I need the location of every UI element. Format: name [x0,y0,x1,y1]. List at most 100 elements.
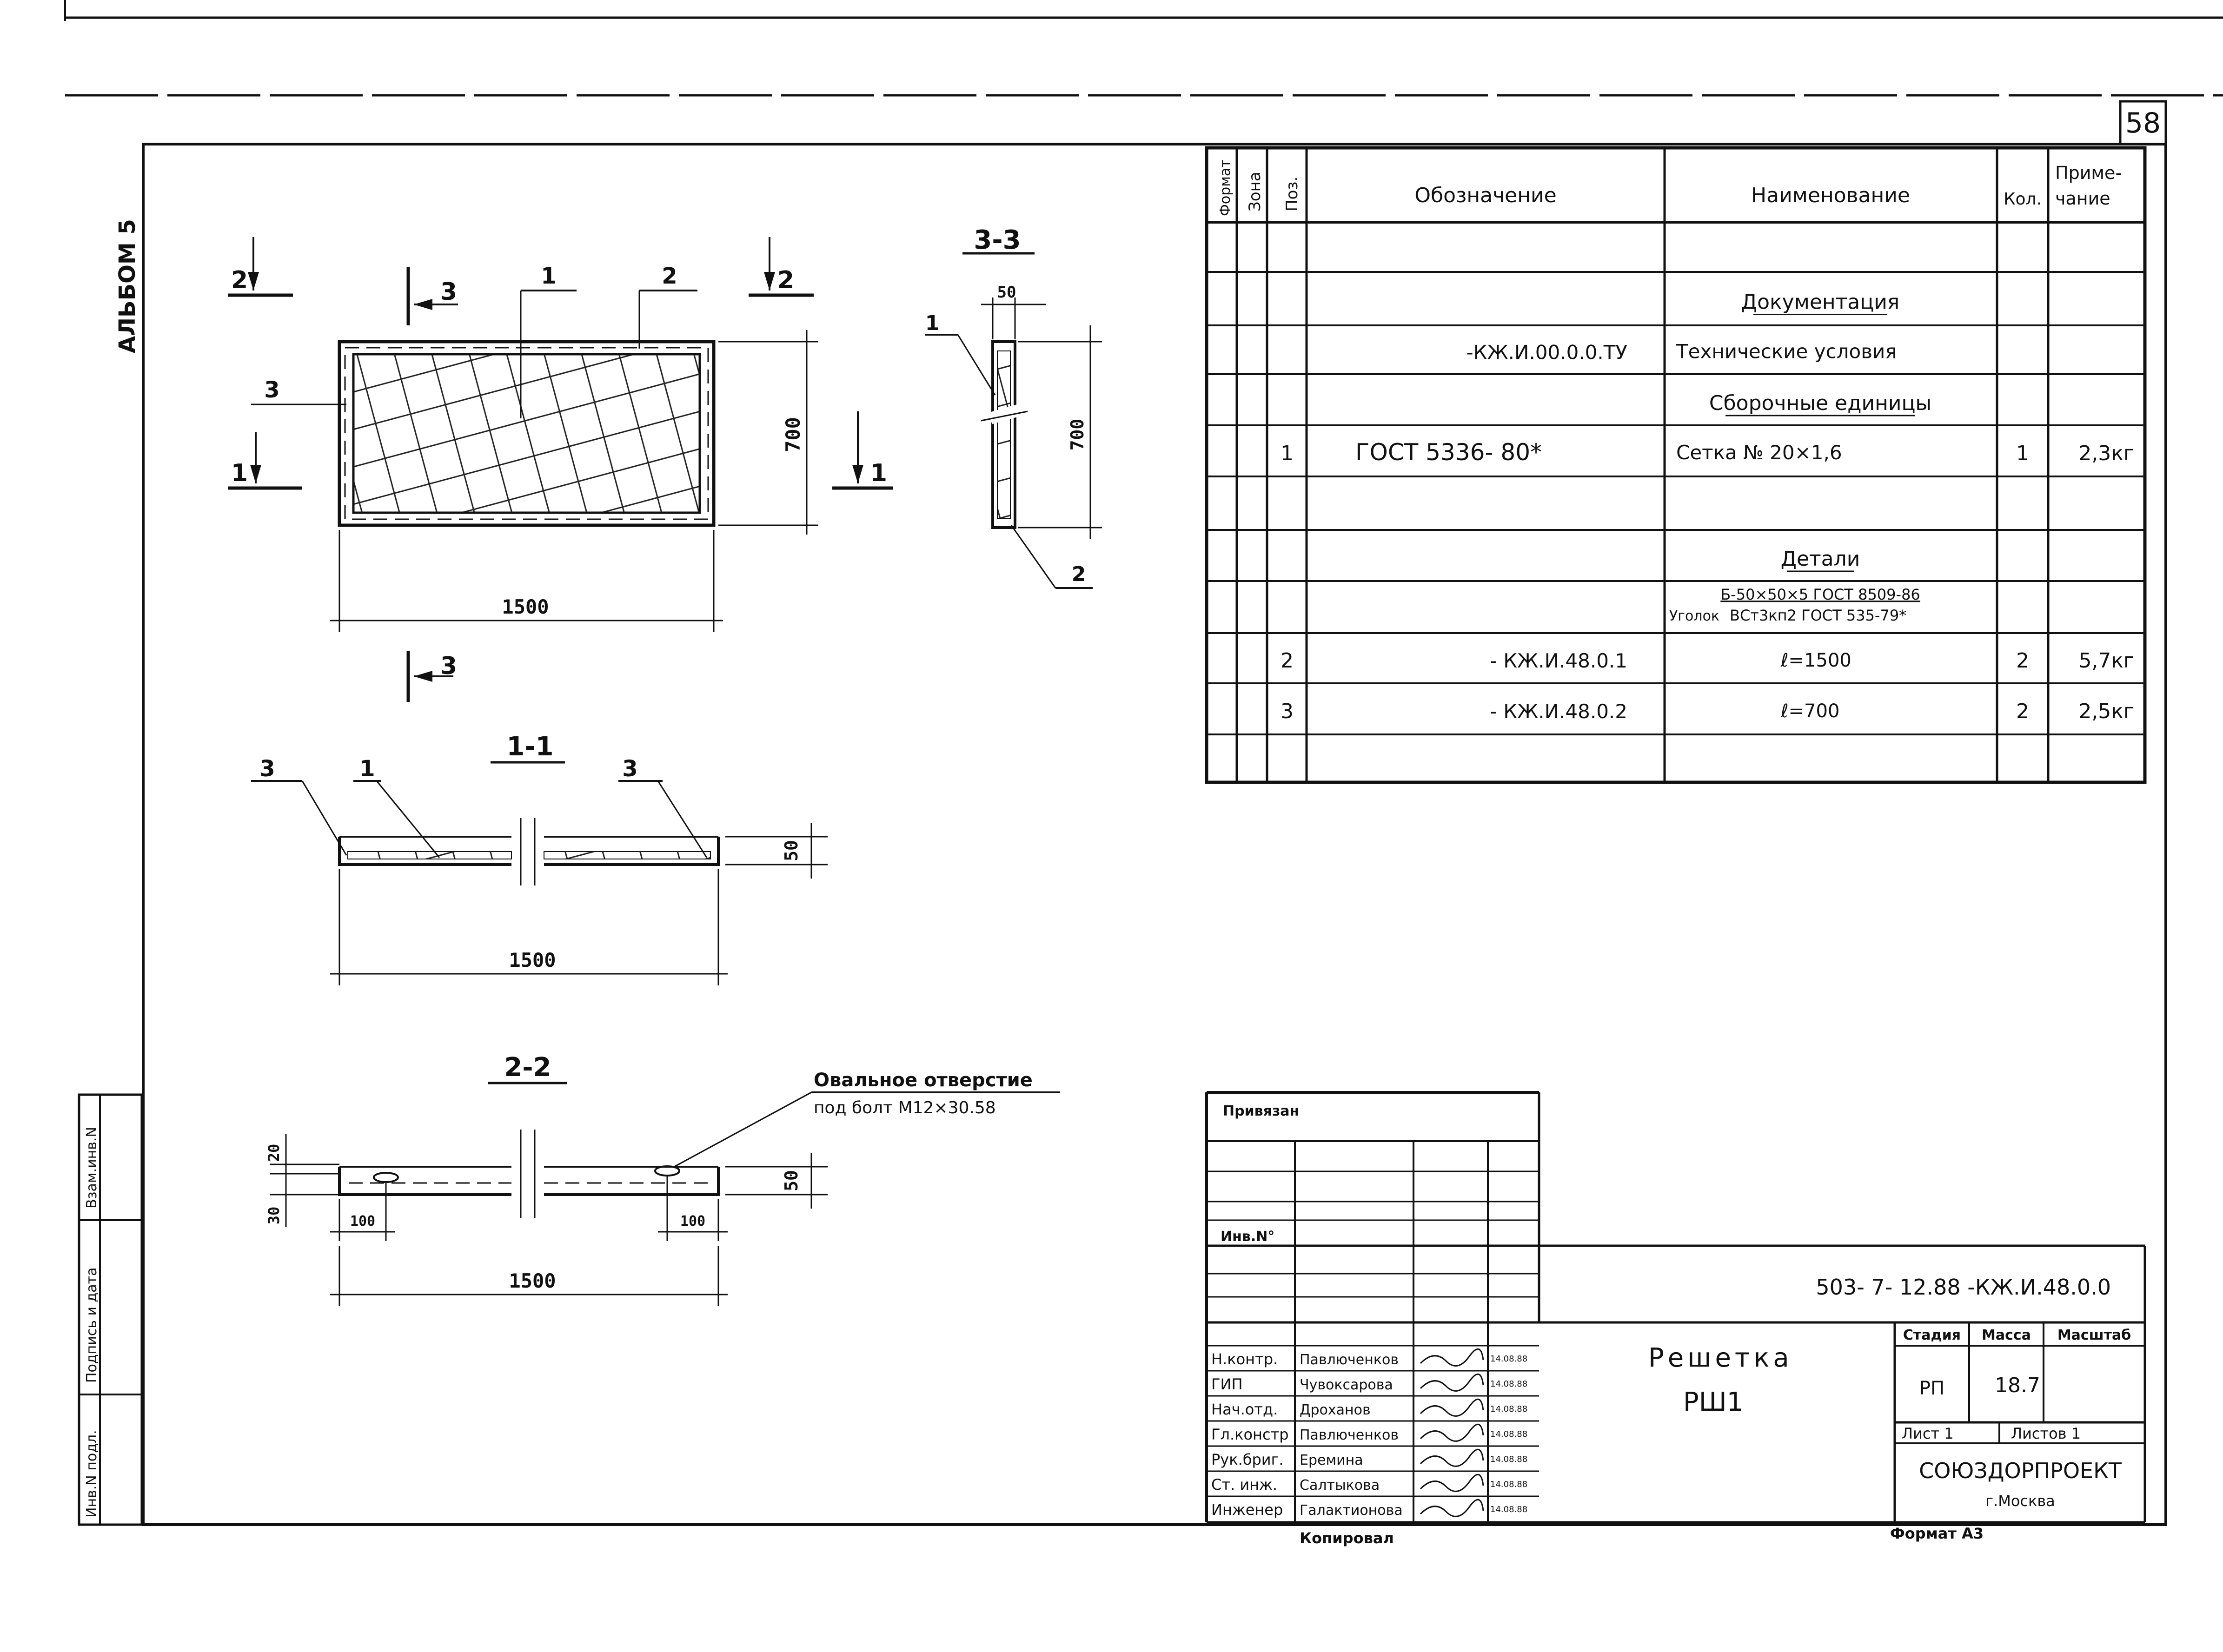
spec-section-heading: Детали [1781,547,1860,571]
stamp-inv: Инв.N° [1221,1229,1274,1245]
stamp-person-name: Павлюченков [1300,1352,1399,1368]
spec-row-pos: 2 [1281,649,1294,673]
section-1-1-leader-3a: 3 [259,756,275,782]
stamp-person-date: 14.08.88 [1490,1354,1527,1364]
spec-row-designation: ГОСТ 5336- 80* [1355,439,1542,466]
section-1-1-dim-height: 50 [781,840,802,861]
sheet-format: Формат А3 [1890,1525,1984,1542]
spec-row-pos: 3 [1281,700,1294,723]
stamp-stage-header: Стадия [1903,1327,1961,1343]
stamp-code: 503- 7- 12.88 -КЖ.И.48.0.0 [1816,1275,2111,1300]
stamp-person-row: Ст. инж. Салтыкова 14.08.88 [1211,1474,1527,1493]
stamp-city: г.Москва [1985,1492,2055,1510]
side-inv-repl: Взам.инв.N [84,1127,100,1209]
cut-mark-1-right: 1 [870,459,887,487]
spec-row: Документация [1741,291,1900,315]
signature-icon [1420,1499,1484,1517]
spec-header-designation: Обозначение [1414,184,1556,207]
section-3-3-leader-2: 2 [1072,562,1086,586]
stamp-person-role: Рук.бриг. [1211,1451,1284,1468]
section-2-2-label: 2-2 [504,1052,551,1083]
stamp-person-date: 14.08.88 [1490,1379,1527,1389]
cut-mark-3-bottom: 3 [440,652,457,680]
stamp-mass-header: Масса [1982,1327,2031,1343]
section-1-1-leader-3b: 3 [622,756,637,782]
stamp-person-row: Нач.отд. Дроханов 14.08.88 [1211,1398,1527,1418]
cut-mark-1-left: 1 [231,459,248,487]
section-2-2-dim-length: 1500 [509,1269,556,1292]
spec-row-qty: 2 [2016,700,2029,723]
section-2-2-dim-height: 50 [781,1170,802,1191]
spec-row-qty: 2 [2016,649,2029,673]
section-2-2-dim-100b: 100 [680,1213,705,1229]
section-3-3-dim-height: 700 [1067,419,1088,451]
plan-dim-height: 700 [782,417,804,452]
signature-icon [1420,1373,1484,1392]
stamp-title-2: РШ1 [1683,1387,1743,1417]
plan-leader-1: 1 [541,263,556,289]
stamp-sheets: Листов 1 [2011,1425,2081,1442]
section-3-3-dim-width: 50 [997,283,1016,302]
spec-row-designation: -КЖ.И.00.0.0.ТУ [1466,341,1627,364]
stamp-person-date: 14.08.88 [1490,1454,1527,1464]
spec-row-name-top: Б-50×50×5 ГОСТ 8509-86 [1720,586,1920,603]
stamp-person-role: Ст. инж. [1211,1476,1277,1493]
stamp-stage: РП [1919,1378,1944,1399]
spec-header-qty: Кол. [2004,190,2042,209]
section-2-2: 2-2 20 30 100 100 1500 50 [265,1052,1060,1306]
spec-header-name: Наименование [1751,184,1910,207]
section-3-3-label: 3-3 [974,225,1021,255]
spec-row-designation: - КЖ.И.48.0.2 [1490,700,1627,723]
stamp-person-date: 14.08.88 [1490,1404,1527,1414]
plan-leader-2: 2 [662,263,677,289]
stamp-person-name: Салтыкова [1300,1477,1380,1493]
spec-row: Сборочные единицы [1709,391,1931,416]
spec-row-note: 2,3кг [2078,442,2134,465]
spec-row: Детали [1781,547,1860,572]
stamp-person-name: Галактионова [1300,1502,1403,1519]
stamp-person-name: Дроханов [1300,1402,1371,1418]
stamp-org: СОЮЗДОРПРОЕКТ [1919,1458,2122,1483]
hole-note-line-2: под болт М12×30.58 [814,1098,996,1117]
spec-row-designation: - КЖ.И.48.0.1 [1490,649,1627,672]
section-2-2-dim-100a: 100 [350,1213,375,1229]
side-sign-date: Подпись и дата [84,1268,100,1383]
section-1-1-dim-length: 1500 [509,949,556,971]
section-2-2-dim-30: 30 [265,1207,283,1225]
spec-row-name: ℓ=1500 [1780,650,1851,671]
stamp-person-date: 14.08.88 [1490,1480,1527,1489]
stamp-copied: Копировал [1300,1529,1394,1547]
spec-row-name: ℓ=700 [1780,700,1839,722]
spec-header-pos: Поз. [1283,177,1301,211]
signature-icon [1420,1474,1484,1492]
section-3-3: 3-3 50 700 1 2 [925,225,1102,589]
spec-row-pos: 1 [1281,442,1294,465]
album-label: АЛЬБОМ 5 [114,219,140,353]
stamp-person-role: Н.контр. [1211,1350,1278,1368]
plan-leader-3: 3 [264,377,279,403]
stamp-bound: Привязан [1223,1103,1299,1119]
spec-section-heading: Документация [1741,291,1900,314]
stamp-person-name: Павлюченков [1300,1427,1399,1443]
stamp-person-role: Нач.отд. [1211,1401,1278,1418]
spec-row-note: 2,5кг [2078,700,2134,723]
stamp-person-date: 14.08.88 [1490,1505,1527,1514]
spec-row: 1 ГОСТ 5336- 80* Сетка № 20×1,6 1 2,3кг [1281,439,2134,466]
spec-row-name: Сетка № 20×1,6 [1676,441,1842,464]
cut-mark-3-top: 3 [440,278,457,306]
hole-note-line-1: Овальное отверстие [814,1070,1033,1091]
spec-row-qty: 1 [2016,442,2029,465]
spec-row-name-bottom: ВСт3кп2 ГОСТ 535-79* [1730,607,1906,624]
section-2-2-dim-20: 20 [265,1144,283,1162]
stamp-person-name: Чувоксарова [1300,1377,1393,1393]
plan-view: 1500 700 1 2 3 2 2 1 1 3 3 [228,237,893,702]
page-number: 58 [2125,107,2161,139]
signature-icon [1420,1398,1484,1417]
